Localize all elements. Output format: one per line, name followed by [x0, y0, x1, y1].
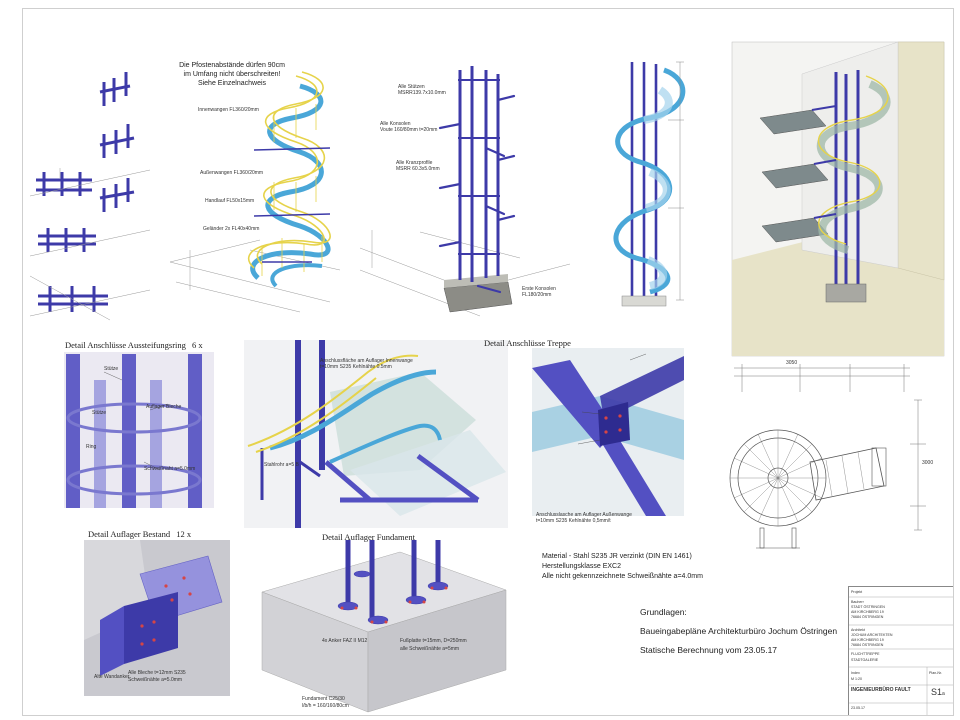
title-block: Projekt Bauherr STADT ÖSTRINGEN AM KIRCH…: [848, 586, 953, 715]
label-kranz-spec: MSRR 60.3x5.0mm: [396, 166, 440, 172]
fundament-anker: 4x Anker FAZ II M12: [322, 638, 368, 644]
label-konsolen: Alle Konsolen: [380, 121, 411, 127]
detail-treppe-title: Detail Anschlüsse Treppe: [484, 338, 571, 348]
aussteifung-label-stuetze: Stütze: [104, 366, 119, 372]
tb-project-line-1: FLUCHTTREPPE: [851, 652, 880, 656]
detail-bestand-count: 12 x: [176, 529, 192, 539]
tb-client-line-2: AM KIRCHBERG 19: [851, 610, 884, 614]
tb-project-label: Projekt: [851, 590, 863, 594]
fundament-spec-line-2: l/b/h = 160/160/80cm: [302, 703, 349, 709]
grundlagen-line-2: Statische Berechnung vom 23.05.17: [640, 645, 778, 655]
drawing-sheet-frame: [22, 8, 954, 716]
label-gelaender: Geländer 2x FL40x40mm: [203, 226, 260, 232]
title-block-grid: [849, 596, 953, 715]
tb-plan-label: Plan-Nr.: [929, 671, 942, 675]
tb-sheet-sub: a: [942, 691, 945, 697]
tb-sheet-no: S1: [931, 687, 943, 697]
label-konsolen-spec: Voute 160/80mm t=20mm: [380, 127, 438, 133]
fundament-spec-line-1: Fundament C25/30: [302, 696, 345, 702]
plan-dim-right: 3000: [922, 460, 934, 466]
post-spacing-note-line-1: Die Pfostenabstände dürfen 90cm: [179, 62, 285, 69]
fundament-fussplatte-line-2: alle Schweißnähte a=5mm: [400, 646, 460, 652]
tb-scale: M 1:20: [851, 677, 862, 681]
detail-bestand-title: Detail Auflager Bestand: [88, 529, 171, 539]
detail-aussteifung-count: 6 x: [192, 340, 203, 350]
tb-arch-line-2: AM KIRCHBERG 19: [851, 638, 884, 642]
aussteifung-label-stuetze-2: Stütze: [92, 410, 107, 416]
label-stuetzen-spec: MSRR139.7x10.0mm: [398, 90, 446, 96]
detail-aussteifung-title: Detail Anschlüsse Aussteifungsring: [65, 340, 186, 350]
tb-arch-label: Architekt: [851, 628, 865, 632]
tb-client-line-3: 76684 ÖSTRINGEN: [851, 615, 884, 619]
tb-date: 23.05.17: [851, 706, 865, 710]
wangen-label-3: Stahlrohr a=5 B: [264, 462, 299, 468]
label-aussenwangen: Außenwangen FL360/20mm: [200, 170, 264, 176]
tb-company: INGENIEURBÜRO FAULT: [851, 687, 911, 693]
label-kranz: Alle Kranzprofile: [396, 160, 433, 166]
label-innenwangen: Innenwangen FL360/20mm: [198, 107, 259, 113]
grundlagen-heading: Grundlagen:: [640, 607, 687, 617]
aussteifung-label-auflager: Auflager Bleche: [146, 404, 182, 410]
tb-index-label: Index: [851, 671, 860, 675]
tb-arch-line-1: JOCHUM ARCHITEKTEN: [851, 633, 893, 637]
detail-fundament-title: Detail Auflager Fundament: [322, 532, 416, 542]
fundament-fussplatte-line-1: Fußplatte t=15mm, D=250mm: [400, 638, 467, 644]
label-erste-konsole: Erste Konsolen: [522, 286, 556, 292]
post-spacing-note-line-2: im Umfang nicht überschreiten!: [183, 71, 281, 78]
tb-client-line-1: STADT ÖSTRINGEN: [851, 605, 885, 609]
wangen-label-1: Anschlussfläche am Auflager Innenwange: [320, 358, 413, 364]
post-spacing-note-line-3: Siehe Einzelnachweis: [197, 80, 267, 87]
label-erste-konsole-spec: FL180/20mm: [522, 292, 552, 298]
material-line-1: Material - Stahl S235 JR verzinkt (DIN E…: [542, 553, 692, 560]
bestand-caption-line-2: Schweißnähte a=5.0mm: [128, 677, 183, 683]
material-line-2: Herstellungsklasse EXC2: [542, 563, 621, 570]
wangen-label-2: t=10mm S235 Kehlnähte 0.5mm: [320, 364, 392, 370]
treppe-caption-line-1: Anschlusslasche am Auflager Außenwange: [536, 512, 632, 518]
tb-project-line-2: STADTGALERIE: [851, 658, 879, 662]
grundlagen-line-1: Baueingabepläne Architekturbüro Jochum Ö…: [640, 626, 838, 636]
material-line-3: Alle nicht gekennzeichnete Schweißnähte …: [542, 573, 703, 580]
label-handlauf: Handlauf FL50x15mm: [205, 198, 255, 204]
aussteifung-label-ring: Ring: [86, 444, 97, 450]
bestand-small-label: Alte Wandanker: [94, 674, 130, 680]
treppe-caption-line-2: t=10mm S235 Kehlnähte 0,5mm/t: [536, 518, 611, 524]
label-stuetzen: Alle Stützen: [398, 84, 425, 90]
plan-dim-top: 3050: [786, 360, 798, 366]
tb-arch-line-3: 76684 ÖSTRINGEN: [851, 643, 884, 647]
aussteifung-label-schweissnaht: Schweißnaht a=5.0mm: [144, 466, 196, 472]
tb-client-label: Bauherr: [851, 600, 864, 604]
bestand-caption-line-1: Alle Bleche t=12mm S235: [128, 670, 186, 676]
